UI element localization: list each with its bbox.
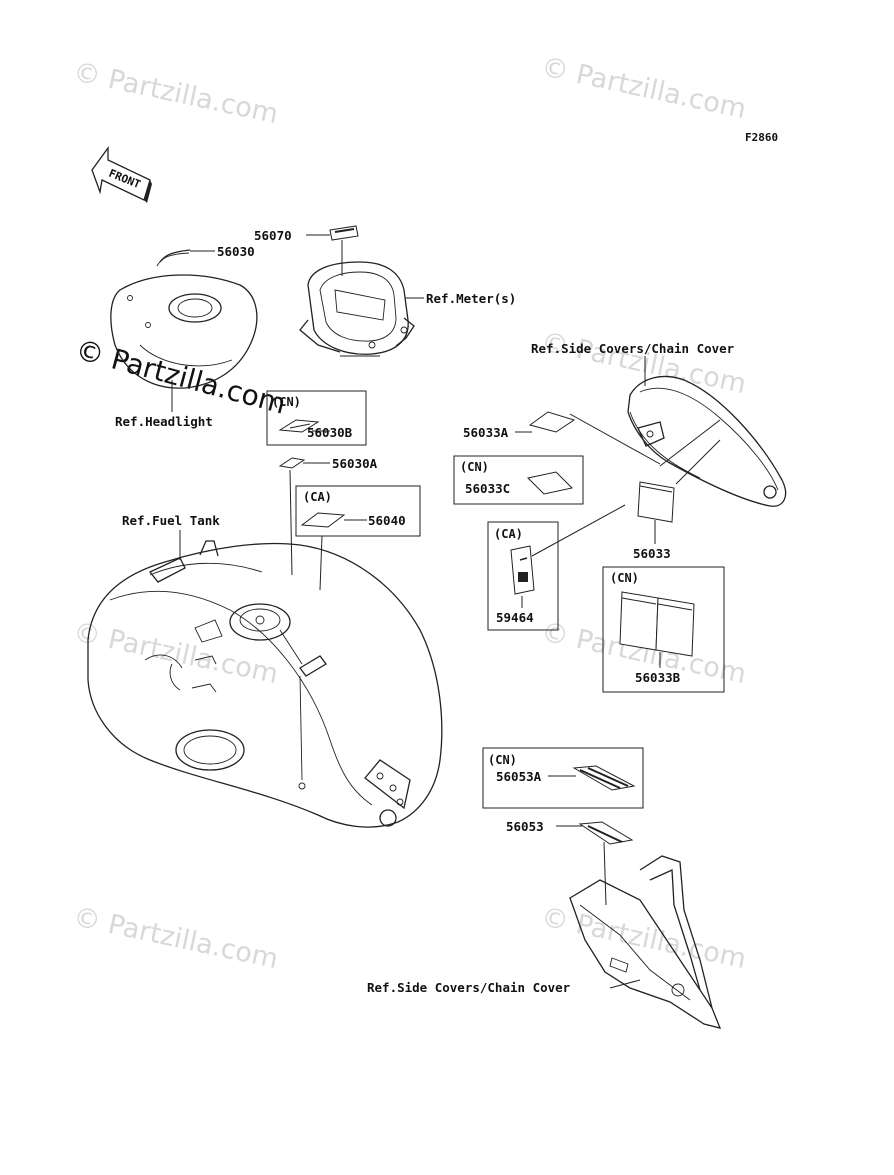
box-tag-cn-56033b: (CN) [610, 571, 639, 585]
ref-meter: Ref.Meter(s) [426, 291, 516, 306]
ref-side-covers-top: Ref.Side Covers/Chain Cover [531, 341, 735, 356]
ref-fuel-tank: Ref.Fuel Tank [122, 513, 220, 528]
box-cn-56033b [602, 566, 725, 693]
ref-headlight: Ref.Headlight [115, 414, 213, 429]
part-56033b: 56033B [635, 670, 681, 685]
ref-side-covers-bottom: Ref.Side Covers/Chain Cover [367, 980, 571, 995]
watermark-top-left: © Partzilla.com [71, 57, 281, 131]
watermark-bottom-left: © Partzilla.com [71, 902, 281, 976]
part-56030: 56030 [217, 244, 255, 259]
watermark-bottom-right: © Partzilla.com [539, 902, 749, 976]
box-tag-cn-56033c: (CN) [460, 460, 489, 474]
box-cn-56033c [453, 455, 584, 505]
watermark-main: © Partzilla.com [72, 333, 289, 421]
box-cn-56053a [482, 747, 644, 809]
box-ca-56040 [295, 485, 421, 537]
box-cn-56030b [266, 390, 367, 446]
headlight-cover-icon [110, 249, 258, 389]
watermark-low-left: © Partzilla.com [71, 617, 281, 691]
watermark-top-right: © Partzilla.com [539, 52, 749, 126]
front-arrow-icon: FRONT [91, 146, 152, 203]
side-cover-bottom-icon [569, 855, 722, 1029]
part-56033: 56033 [633, 546, 671, 561]
box-tag-cn-56053a: (CN) [488, 753, 517, 767]
part-59464: 59464 [496, 610, 534, 625]
watermark-mid-right: © Partzilla.com [539, 327, 749, 401]
part-56030b: 56030B [307, 425, 353, 440]
figure-code: F2860 [745, 131, 778, 144]
box-tag-cn-56030b: (CN) [272, 395, 301, 409]
part-56030a: 56030A [332, 456, 378, 471]
box-tag-ca-56040: (CA) [303, 490, 332, 504]
part-56053a: 56053A [496, 769, 542, 784]
part-56053: 56053 [506, 819, 544, 834]
box-tag-ca-59464: (CA) [494, 527, 523, 541]
meter-icon [299, 261, 415, 357]
part-56040: 56040 [368, 513, 406, 528]
fuel-tank-icon [87, 540, 443, 828]
part-56033a: 56033A [463, 425, 509, 440]
box-ca-59464 [487, 521, 559, 631]
part-56033c: 56033C [465, 481, 510, 496]
part-56070: 56070 [254, 228, 292, 243]
